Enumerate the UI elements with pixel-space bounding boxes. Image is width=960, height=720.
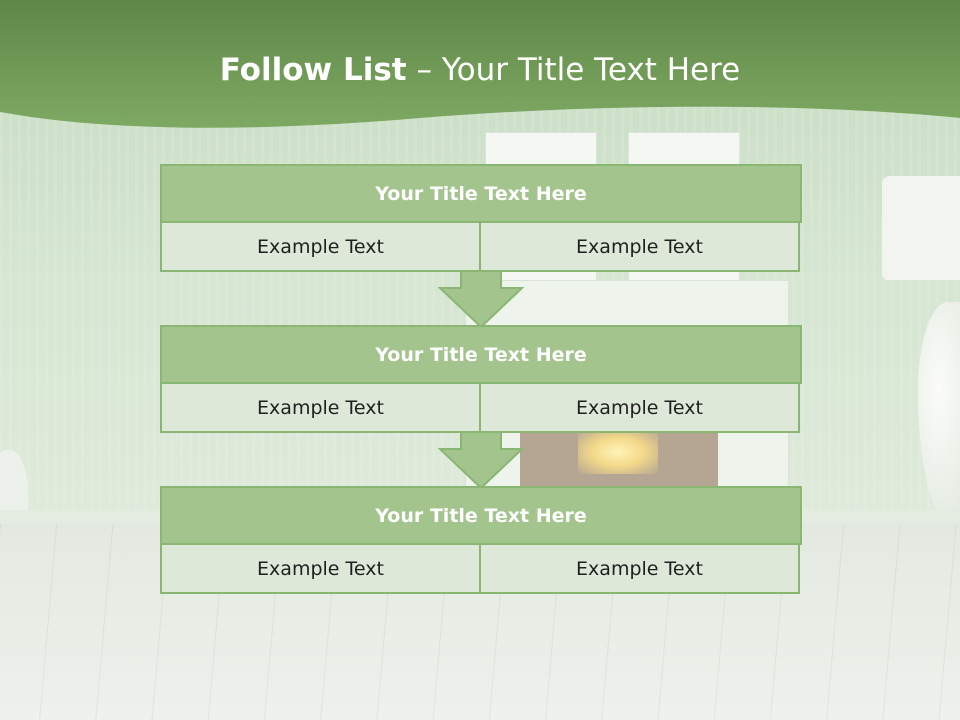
flow-cell-left: Example Text — [160, 382, 481, 433]
flow-group-title: Your Title Text Here — [160, 164, 802, 223]
flow-cell-left: Example Text — [160, 221, 481, 272]
down-arrow-icon — [438, 270, 524, 328]
flow-group-2: Your Title Text Here Example Text Exampl… — [160, 325, 802, 433]
flow-group-3: Your Title Text Here Example Text Exampl… — [160, 486, 802, 594]
flow-group-title: Your Title Text Here — [160, 486, 802, 545]
lampshade — [882, 176, 960, 280]
page-title: Follow List – Your Title Text Here — [0, 52, 960, 88]
page-title-bold: Follow List — [219, 52, 407, 88]
flow-cell-left: Example Text — [160, 543, 481, 594]
header-band — [0, 0, 960, 128]
page-title-rest: – Your Title Text Here — [406, 52, 741, 88]
flow-cell-right: Example Text — [479, 382, 800, 433]
flow-group-1: Your Title Text Here Example Text Exampl… — [160, 164, 802, 272]
fire-glow — [578, 430, 658, 474]
flow-cell-right: Example Text — [479, 221, 800, 272]
flow-group-title: Your Title Text Here — [160, 325, 802, 384]
flow-cell-right: Example Text — [479, 543, 800, 594]
down-arrow-icon — [438, 431, 524, 489]
